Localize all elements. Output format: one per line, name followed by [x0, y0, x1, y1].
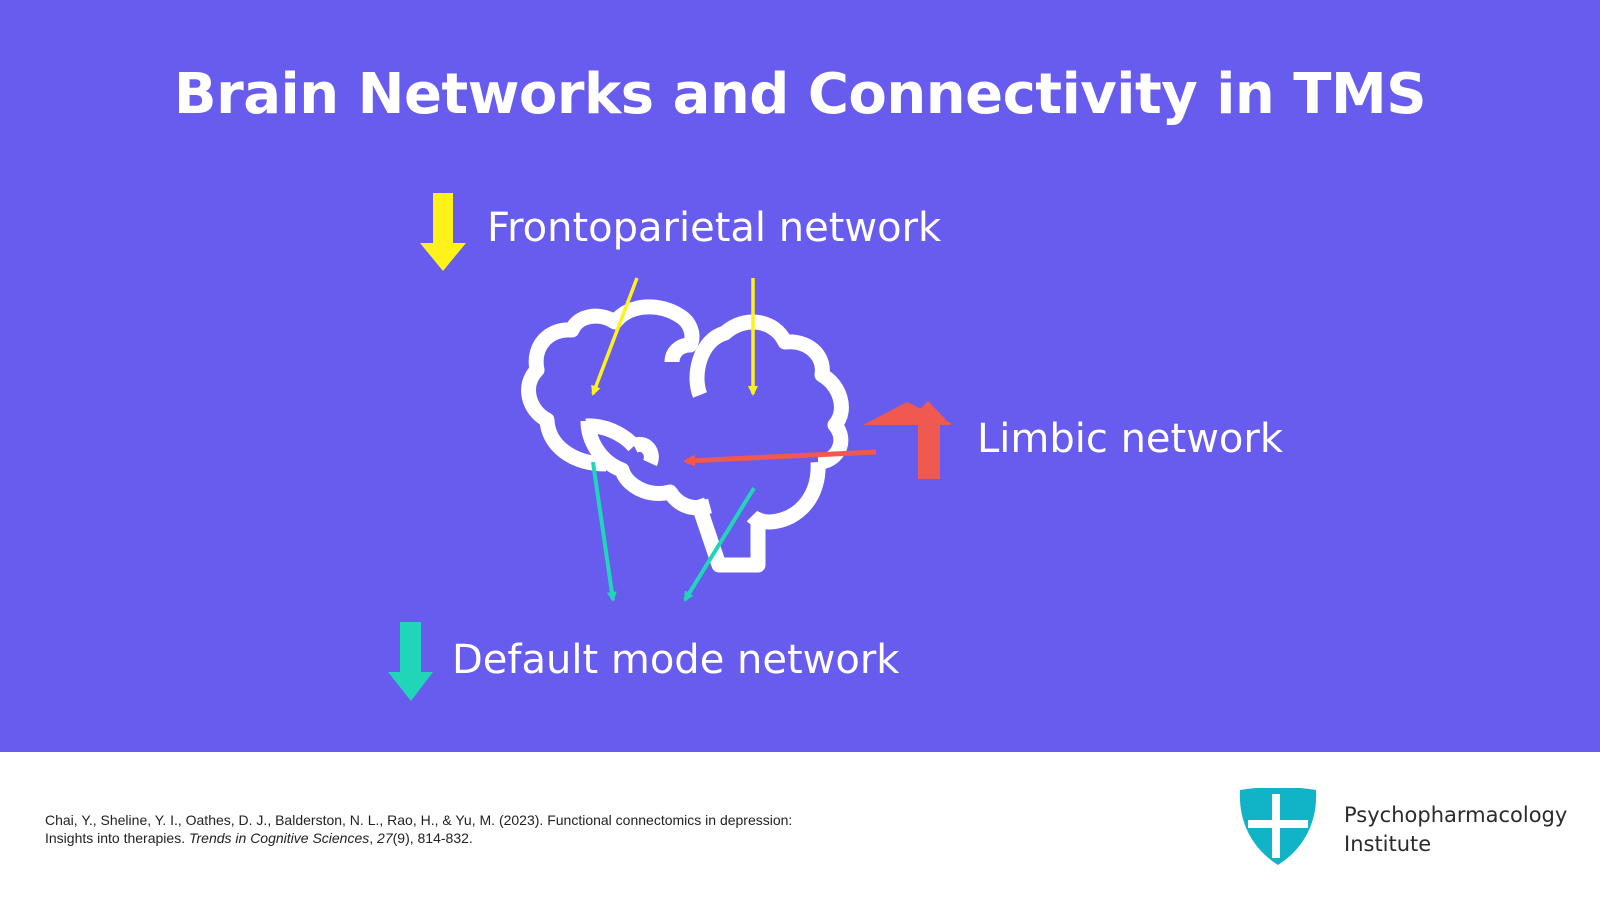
default-mode-connection-arrow-right: [683, 486, 756, 602]
frontoparietal-connection-arrow-left: [591, 277, 639, 396]
citation-authors-title: Chai, Y., Sheline, Y. I., Oathes, D. J.,…: [45, 812, 793, 846]
limbic-network-label: Limbic network: [977, 416, 1284, 462]
shield-cross-icon: [1239, 788, 1317, 865]
slide-title: Brain Networks and Connectivity in TMS: [173, 62, 1427, 127]
frontoparietal-network-label: Frontoparietal network: [487, 205, 942, 251]
default-mode-connection-arrow-left: [591, 461, 617, 602]
slide-main-area: Brain Networks and Connectivity in TMS: [0, 0, 1600, 752]
citation-separator: ,: [369, 830, 378, 846]
brand-name-line2: Institute: [1344, 832, 1432, 856]
network-diagram: [388, 193, 951, 701]
default-mode-network-label: Default mode network: [452, 637, 900, 683]
citation-pages: (9), 814-832.: [392, 830, 473, 846]
citation-journal: Trends in Cognitive Sciences: [188, 830, 370, 846]
default-mode-down-arrow-icon: [388, 622, 433, 701]
brand-name-line1: Psychopharmacology: [1344, 803, 1568, 827]
brand-logo-text: Psychopharmacology Institute: [1344, 801, 1567, 859]
citation-volume: 27: [377, 830, 393, 846]
frontoparietal-down-arrow-icon: [420, 193, 466, 271]
brain-icon: [521, 299, 849, 573]
reference-citation: Chai, Y., Sheline, Y. I., Oathes, D. J.,…: [45, 811, 805, 847]
limbic-connection-arrow: [683, 449, 877, 467]
limbic-up-arrow-icon: [863, 401, 951, 479]
